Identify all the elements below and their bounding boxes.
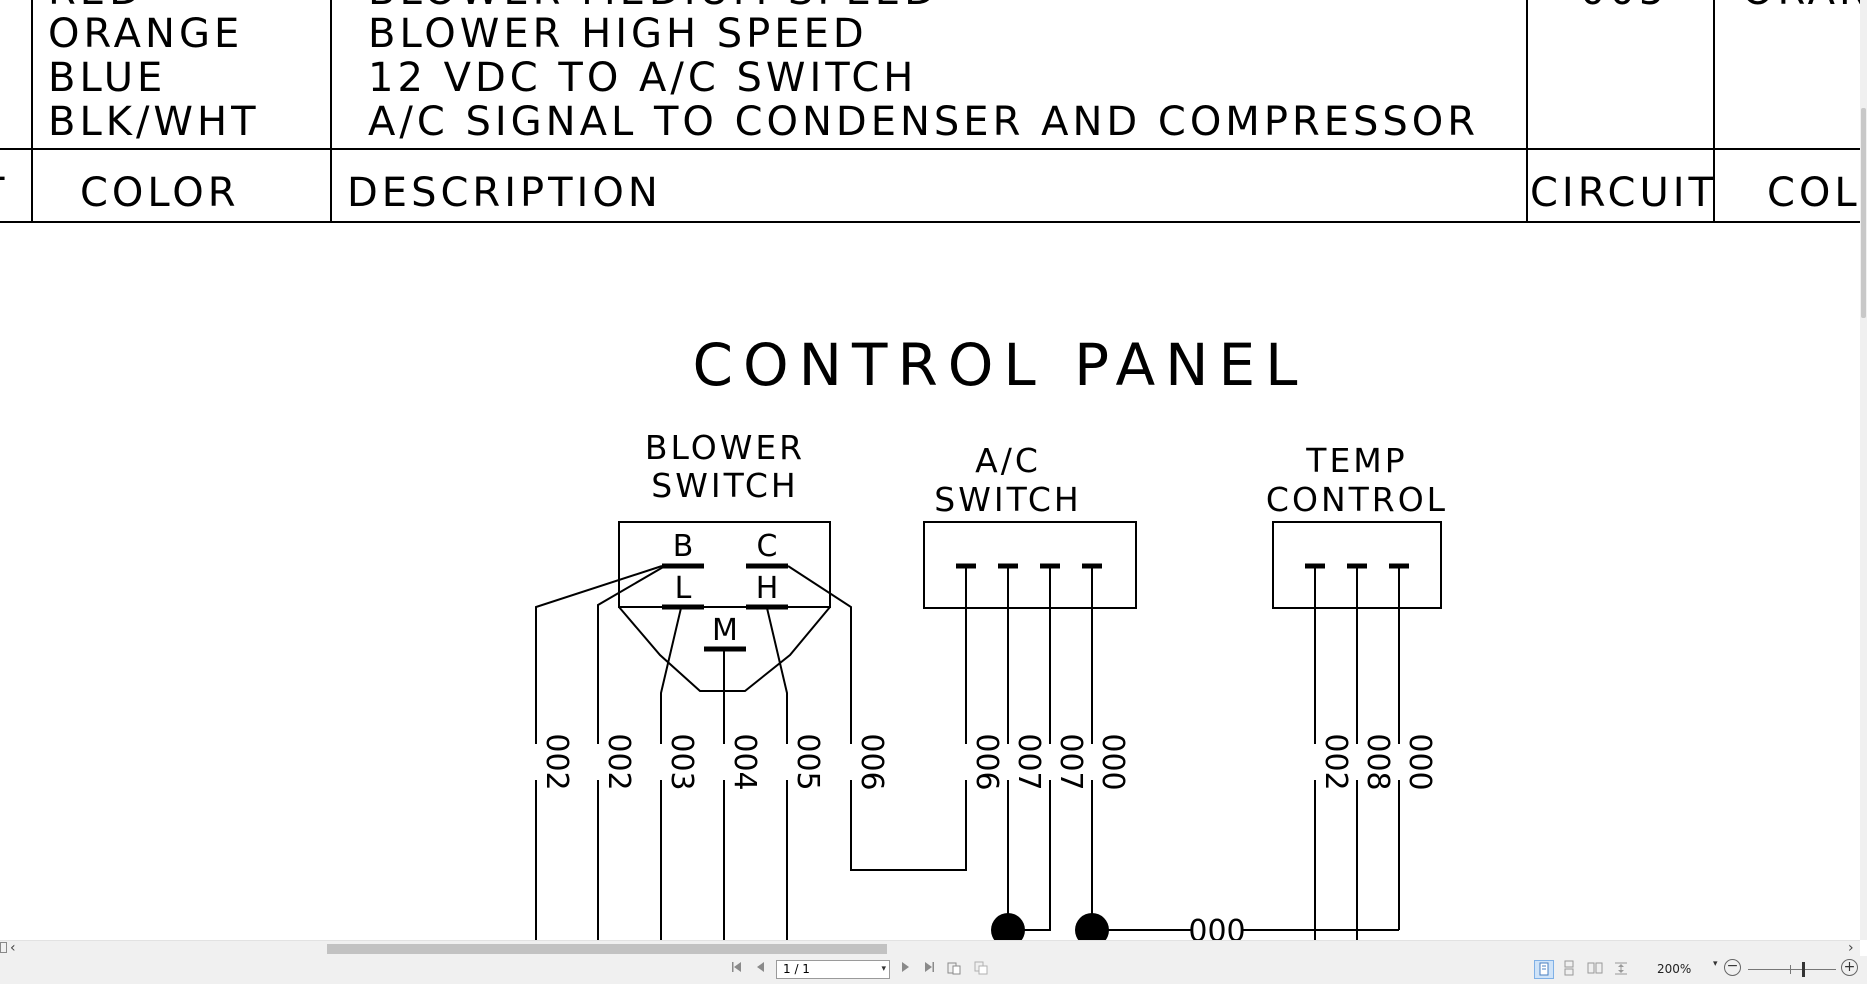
wire-label: 003 (664, 733, 699, 790)
wire-label: 008 (1360, 733, 1395, 790)
zoom-slider-handle[interactable] (1802, 962, 1805, 977)
splice-dot (1075, 913, 1109, 940)
ac-switch-label: SWITCH (934, 480, 1081, 519)
legend-description: 12 VDC TO A/C SWITCH (368, 55, 917, 101)
blower-switch-label: BLOWER (645, 428, 805, 467)
zoom-slider[interactable] (1748, 969, 1836, 970)
wire-label: 007 (1011, 733, 1046, 790)
wire (660, 607, 682, 744)
temp-control-label: TEMP (1305, 441, 1407, 480)
status-bar: 1 / 1 ▾ 200% ▾ − + (0, 956, 1867, 984)
zoom-slider-tick (1790, 965, 1791, 974)
table-header-color: COLOR (80, 170, 240, 216)
scroll-right-arrow-icon[interactable]: › (1848, 940, 1854, 956)
temp-control-label: CONTROL (1266, 480, 1448, 519)
chevron-down-icon[interactable]: ▾ (881, 964, 886, 974)
wire-label: 004 (727, 733, 762, 790)
wire (787, 565, 852, 744)
chevron-down-icon[interactable]: ▾ (1713, 959, 1718, 969)
previous-page-icon[interactable] (752, 960, 770, 978)
legend-description: BLOWER HIGH SPEED (368, 11, 868, 57)
zoom-in-icon[interactable]: + (1841, 959, 1858, 976)
legend-color: ORANGE (1742, 0, 1860, 14)
wire-label: 002 (539, 733, 574, 790)
wire (597, 565, 666, 744)
pin-label-h: H (756, 571, 779, 606)
document-view: RED BLOWER MEDIUM SPEED ORANGE BLOWER HI… (0, 0, 1860, 940)
vertical-scrollbar-thumb[interactable] (1861, 108, 1866, 318)
ac-switch-box (923, 521, 1137, 609)
wire-label: 006 (969, 733, 1004, 790)
wire (850, 780, 967, 871)
horizontal-scrollbar[interactable]: ‹ › (0, 940, 1860, 956)
scroll-left-arrow-icon[interactable]: ‹ (10, 940, 16, 956)
page-indicator: 1 / 1 (783, 962, 810, 976)
table-header-description: DESCRIPTION (347, 170, 662, 216)
multi-page-view-icon[interactable] (1560, 960, 1580, 979)
book-view-icon[interactable] (1586, 960, 1606, 979)
insert-page-icon[interactable] (945, 960, 963, 978)
zoom-out-icon[interactable]: − (1724, 959, 1741, 976)
last-page-icon[interactable] (920, 960, 938, 978)
legend-description: A/C SIGNAL TO CONDENSER AND COMPRESSOR (368, 99, 1479, 145)
schematic-title: CONTROL PANEL (693, 331, 1308, 399)
wire-label: 000 (1188, 914, 1245, 940)
table-header-partial: T (0, 170, 8, 216)
first-page-icon[interactable] (728, 960, 746, 978)
legend-description: BLOWER MEDIUM SPEED (368, 0, 939, 14)
pin-label-m: M (712, 613, 738, 648)
horizontal-scrollbar-thumb[interactable] (327, 944, 887, 954)
legend-color: RED (48, 0, 144, 14)
legend-circuit: 005 (1580, 0, 1668, 14)
blower-switch-label: SWITCH (651, 466, 798, 505)
vertical-scrollbar[interactable] (1860, 0, 1867, 940)
wire-label: 007 (1053, 733, 1088, 790)
wire-label: 000 (1095, 733, 1130, 790)
next-page-icon[interactable] (896, 960, 914, 978)
single-page-view-icon[interactable] (1534, 960, 1554, 979)
blower-switch-bottom (618, 606, 831, 692)
fit-page-icon[interactable] (1612, 960, 1632, 979)
wire-label: 002 (1318, 733, 1353, 790)
ac-switch-label: A/C (975, 441, 1041, 480)
pin-label-l: L (675, 571, 692, 606)
wire (766, 607, 788, 744)
table-header-circuit: CIRCUIT (1530, 170, 1717, 216)
wire-label: 000 (1402, 733, 1437, 790)
wire-label: 006 (854, 733, 889, 790)
wire (535, 565, 663, 744)
page-number-input[interactable]: 1 / 1 ▾ (776, 960, 890, 979)
splice-dot (991, 913, 1025, 940)
pin-label-c: C (757, 529, 778, 564)
wire-label: 005 (790, 733, 825, 790)
legend-color: BLK/WHT (48, 99, 260, 145)
legend-color: ORANGE (48, 11, 243, 57)
copy-page-icon[interactable] (972, 960, 990, 978)
zoom-level[interactable]: 200% (1657, 962, 1692, 976)
wiring-schematic: RED BLOWER MEDIUM SPEED ORANGE BLOWER HI… (0, 0, 1860, 940)
legend-color: BLUE (48, 55, 166, 101)
blower-switch-box (618, 521, 831, 608)
wire (1008, 780, 1051, 931)
scrollbar-corner-icon (0, 942, 7, 953)
table-header-color: COLOR (1767, 170, 1860, 216)
wire-label: 002 (601, 733, 636, 790)
pin-label-b: B (673, 529, 694, 564)
